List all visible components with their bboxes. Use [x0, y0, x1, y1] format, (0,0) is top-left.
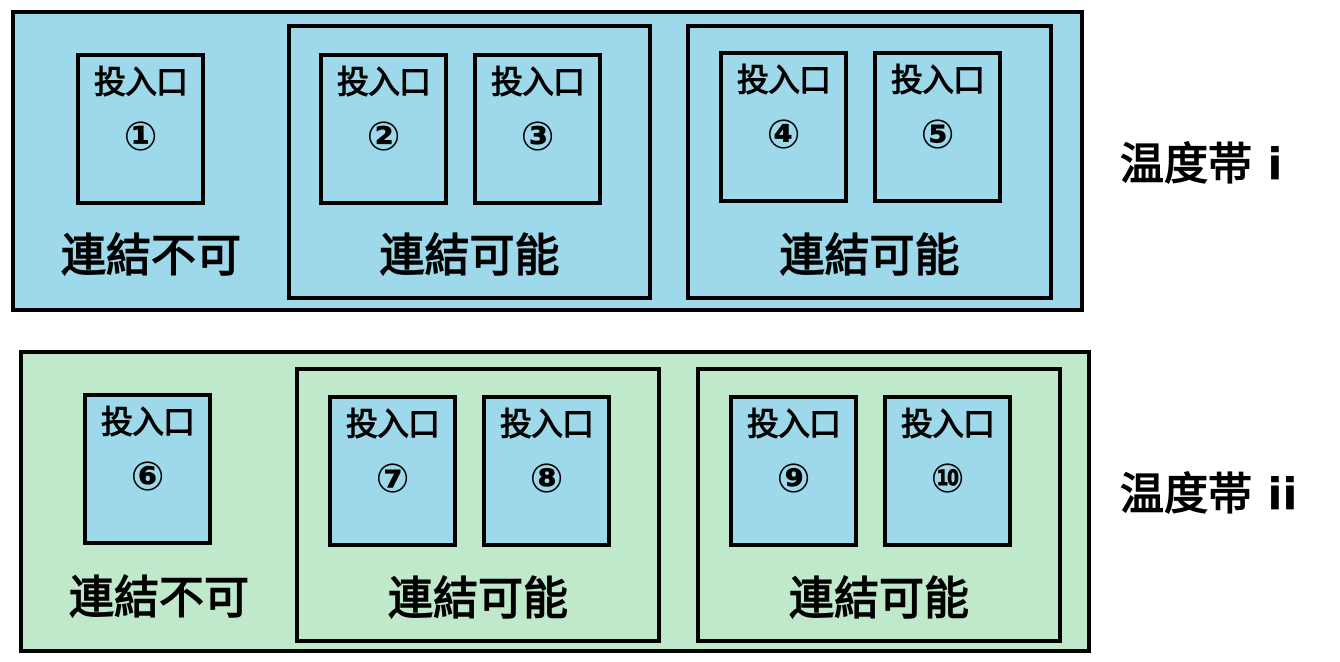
group-label-connectable: 連結可能 [788, 572, 969, 625]
inlet-label: 投入口 [100, 403, 195, 441]
connectable-group-4: 投入口 ⑨ 投入口 ⑩ 連結可能 [696, 367, 1062, 643]
inlet-number: ⑩ [930, 456, 965, 502]
inlet-slot-1: 投入口 ① [76, 53, 205, 205]
inlet-number: ⑦ [375, 456, 410, 502]
inlet-slot-7: 投入口 ⑦ [328, 395, 457, 547]
inlet-slot-3: 投入口 ③ [473, 53, 602, 205]
inlet-number: ⑤ [920, 112, 955, 158]
inlet-label: 投入口 [345, 405, 440, 443]
inlet-slot-9: 投入口 ⑨ [729, 395, 858, 547]
group-label-connectable: 連結可能 [387, 572, 568, 625]
inlet-number: ③ [520, 114, 555, 160]
inlet-number: ① [123, 114, 158, 160]
inlet-number: ⑨ [776, 456, 811, 502]
connectable-group-3: 投入口 ⑦ 投入口 ⑧ 連結可能 [295, 367, 661, 643]
connectable-group-2: 投入口 ④ 投入口 ⑤ 連結可能 [686, 24, 1053, 300]
inlet-label: 投入口 [499, 405, 594, 443]
inlet-label: 投入口 [890, 61, 985, 99]
inlet-label: 投入口 [93, 63, 188, 101]
inlet-slot-10: 投入口 ⑩ [883, 395, 1012, 547]
inlet-slot-4: 投入口 ④ [719, 51, 848, 203]
temperature-zone-2: 投入口 ⑥ 連結不可 投入口 ⑦ 投入口 ⑧ 連結可能 投入口 ⑨ 投入口 ⑩ … [19, 350, 1091, 653]
inlet-slot-2: 投入口 ② [319, 53, 448, 205]
inlet-label: 投入口 [736, 61, 831, 99]
group-label-not-connectable: 連結不可 [68, 571, 249, 624]
inlet-number: ⑧ [529, 456, 564, 502]
zone-label-2: 温度帯 ii [1120, 469, 1298, 520]
inlet-number: ⑥ [130, 454, 165, 500]
inlet-slot-5: 投入口 ⑤ [873, 51, 1002, 203]
group-label-connectable: 連結可能 [779, 229, 960, 282]
zone-label-1: 温度帯 i [1120, 139, 1283, 190]
inlet-label: 投入口 [336, 63, 431, 101]
inlet-number: ④ [766, 112, 801, 158]
inlet-slot-6: 投入口 ⑥ [83, 393, 212, 545]
connectable-group-1: 投入口 ② 投入口 ③ 連結可能 [287, 24, 652, 300]
inlet-label: 投入口 [746, 405, 841, 443]
temperature-zone-1: 投入口 ① 連結不可 投入口 ② 投入口 ③ 連結可能 投入口 ④ 投入口 ⑤ … [11, 10, 1084, 312]
inlet-label: 投入口 [490, 63, 585, 101]
inlet-slot-8: 投入口 ⑧ [482, 395, 611, 547]
group-label-not-connectable: 連結不可 [60, 229, 241, 282]
group-label-connectable: 連結可能 [379, 229, 560, 282]
inlet-number: ② [366, 114, 401, 160]
inlet-label: 投入口 [900, 405, 995, 443]
